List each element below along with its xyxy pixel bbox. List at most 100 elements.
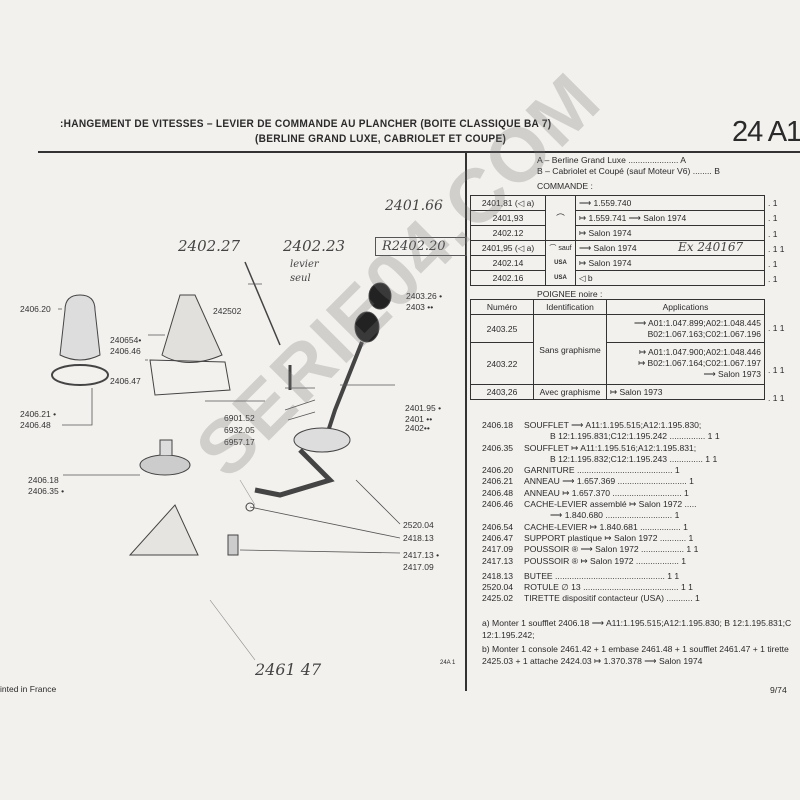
- poignee-title: POIGNEE noire :: [537, 289, 603, 299]
- part-number: 2406.35: [482, 442, 514, 453]
- callout-label: 6901.52: [224, 413, 255, 423]
- cell-ident: ⌒: [545, 210, 576, 226]
- handwritten-note: 2402.23: [283, 237, 346, 255]
- cell-app: ↦ B02:1.067.164;C02:1.067.197: [638, 358, 761, 368]
- col-header: Applications: [606, 299, 765, 315]
- anneau-shape: [51, 364, 109, 386]
- cell-ident: ⌒ sauf: [545, 240, 576, 256]
- table-row: 2401,95 (◁ a)⌒ sauf⟶ Salon 1974: [470, 240, 765, 256]
- qty: . 1: [768, 198, 778, 208]
- list-item: 2520.04 ROTULE ∅ 13 .....................…: [482, 582, 720, 593]
- part-desc: GARNITURE ..............................…: [524, 465, 680, 476]
- qty: . 1 1: [768, 365, 785, 375]
- part-number: 2425.02: [482, 593, 514, 604]
- callout-label: 2406.35 •: [28, 486, 65, 496]
- list-item-cont: ⟶ 1.840.680 ............................…: [482, 510, 720, 521]
- handwritten-note: 2402.27: [178, 237, 241, 255]
- callout-label: 2520.04: [403, 520, 434, 530]
- callout-label: 2401 ••: [405, 414, 433, 424]
- qty: . 1 1: [768, 393, 785, 403]
- cell-app: ⟶ 1.559.740: [575, 195, 765, 211]
- cell-app: ↦ Salon 1973: [606, 384, 765, 400]
- cell-ident: [545, 225, 576, 241]
- cell-ident: Sans graphisme: [533, 314, 607, 385]
- part-desc: ROTULE ∅ 13 ............................…: [524, 582, 693, 593]
- cell-app: ↦ Salon 1974: [575, 225, 765, 241]
- qty: . 1: [768, 259, 778, 269]
- cell-ident: Avec graphisme: [533, 384, 607, 400]
- tirette-shape: [244, 261, 281, 346]
- callout-label: 2406.47: [110, 376, 141, 386]
- callout-label: 2406.21 •: [20, 409, 57, 419]
- cell-num: 2403,26: [470, 384, 534, 400]
- callout-label: 2406.46: [110, 346, 141, 356]
- part-desc: SOUFFLET ↦ A11:1.195.516;A12:1.195.831;: [524, 442, 697, 453]
- list-item: 2406.54 CACHE-LEVIER ↦ 1.840.681 ........…: [482, 522, 720, 533]
- page-number: 9/74: [770, 685, 787, 695]
- cell-app: ⟶ Salon 1973: [703, 369, 761, 379]
- usa-badge: USA: [545, 270, 576, 286]
- part-desc: CACHE-LEVIER ↦ 1.840.681 ...............…: [524, 521, 688, 532]
- part-number: 2406.54: [482, 521, 514, 532]
- list-item: 2406.35 SOUFFLET ↦ A11:1.195.516;A12:1.19…: [482, 443, 720, 454]
- part-desc: SUPPORT plastique ↦ Salon 1972 .........…: [524, 532, 694, 543]
- page-subtitle: (BERLINE GRAND LUXE, CABRIOLET ET COUPE): [255, 133, 507, 145]
- callout-label: 2417.13 •: [403, 550, 440, 560]
- callout-label: 2406.18: [28, 475, 59, 485]
- note-a: a) Monter 1 soufflet 2406.18 ⟶ A11:1.195…: [482, 618, 792, 640]
- part-desc: B 12:1.195.831;C12:1.195.242 ...........…: [550, 431, 720, 442]
- part-number: 2406.21: [482, 476, 514, 487]
- part-number: 2418.13: [482, 570, 514, 581]
- list-item-cont: B 12:1.195.831;C12:1.195.242 ...........…: [482, 431, 720, 442]
- qty: . 1: [768, 229, 778, 239]
- cell-app: ↦ 1.559.741 ⟶ Salon 1974: [575, 210, 765, 226]
- part-number: 2417.09: [482, 544, 514, 555]
- cell-num: 2402.16: [470, 270, 546, 286]
- list-item: 2406.21 ANNEAU ⟶ 1.657.369 ..............…: [482, 476, 720, 487]
- cell-num: 2403.25: [470, 314, 534, 343]
- arrow-line: [239, 479, 256, 506]
- usa-badge: USA: [545, 255, 576, 271]
- figure-ref: 24A 1: [440, 660, 456, 666]
- col-header: Numéro: [470, 299, 534, 315]
- qty: . 1 1: [768, 244, 785, 254]
- cell-num: 2402.14: [470, 255, 546, 271]
- part-number: 2520.04: [482, 582, 514, 593]
- cell-app: ⟶ A01:1.047.899;A02:1.048.445: [633, 317, 761, 328]
- list-item: 2406.20 GARNITURE .......................…: [482, 465, 720, 476]
- cell-app: ↦ Salon 1974: [575, 255, 765, 271]
- soufflet-shape: [139, 454, 191, 476]
- qty: . 1: [768, 274, 778, 284]
- part-number: 2406.20: [482, 465, 514, 476]
- callout-label: 2403.26 •: [406, 291, 443, 301]
- list-item-cont: B 12:1.195.832;C12:1.195.243 ...........…: [482, 454, 720, 465]
- support-shape: [149, 359, 231, 396]
- handwritten-note: R2402.20: [375, 237, 467, 256]
- legend-b: B – Cabriolet et Coupé (sauf Moteur V6) …: [537, 166, 720, 176]
- cell-app: B02:1.067.163;C02:1.067.196: [647, 328, 761, 339]
- callout-label: 2401.95 •: [405, 403, 442, 413]
- cell-num: 2403.22: [470, 342, 534, 385]
- callout-label: 2403 ••: [406, 302, 434, 312]
- part-desc: ANNEAU ⟶ 1.657.369 .....................…: [524, 476, 694, 487]
- col-header: Identification: [533, 299, 607, 315]
- cell-app: ◁ b: [575, 270, 765, 286]
- part-desc: ANNEAU ↦ 1.657.370 .....................…: [524, 487, 689, 498]
- part-number: 2406.46: [482, 499, 514, 510]
- column-divider: [465, 151, 467, 691]
- rotule-base-shape: [293, 427, 351, 453]
- callout-label: 6932.05: [224, 425, 255, 435]
- qty: . 1 1: [768, 323, 785, 333]
- callout-label: 2402••: [405, 423, 430, 433]
- leader-lines: [58, 283, 401, 554]
- callout-label: 242502: [213, 306, 242, 316]
- qty: . 1: [768, 213, 778, 223]
- commande-title: COMMANDE :: [537, 181, 593, 191]
- commande-table: 2401,81 (◁ a)⟶ 1.559.740 2401,93⌒↦ 1.559…: [470, 195, 765, 286]
